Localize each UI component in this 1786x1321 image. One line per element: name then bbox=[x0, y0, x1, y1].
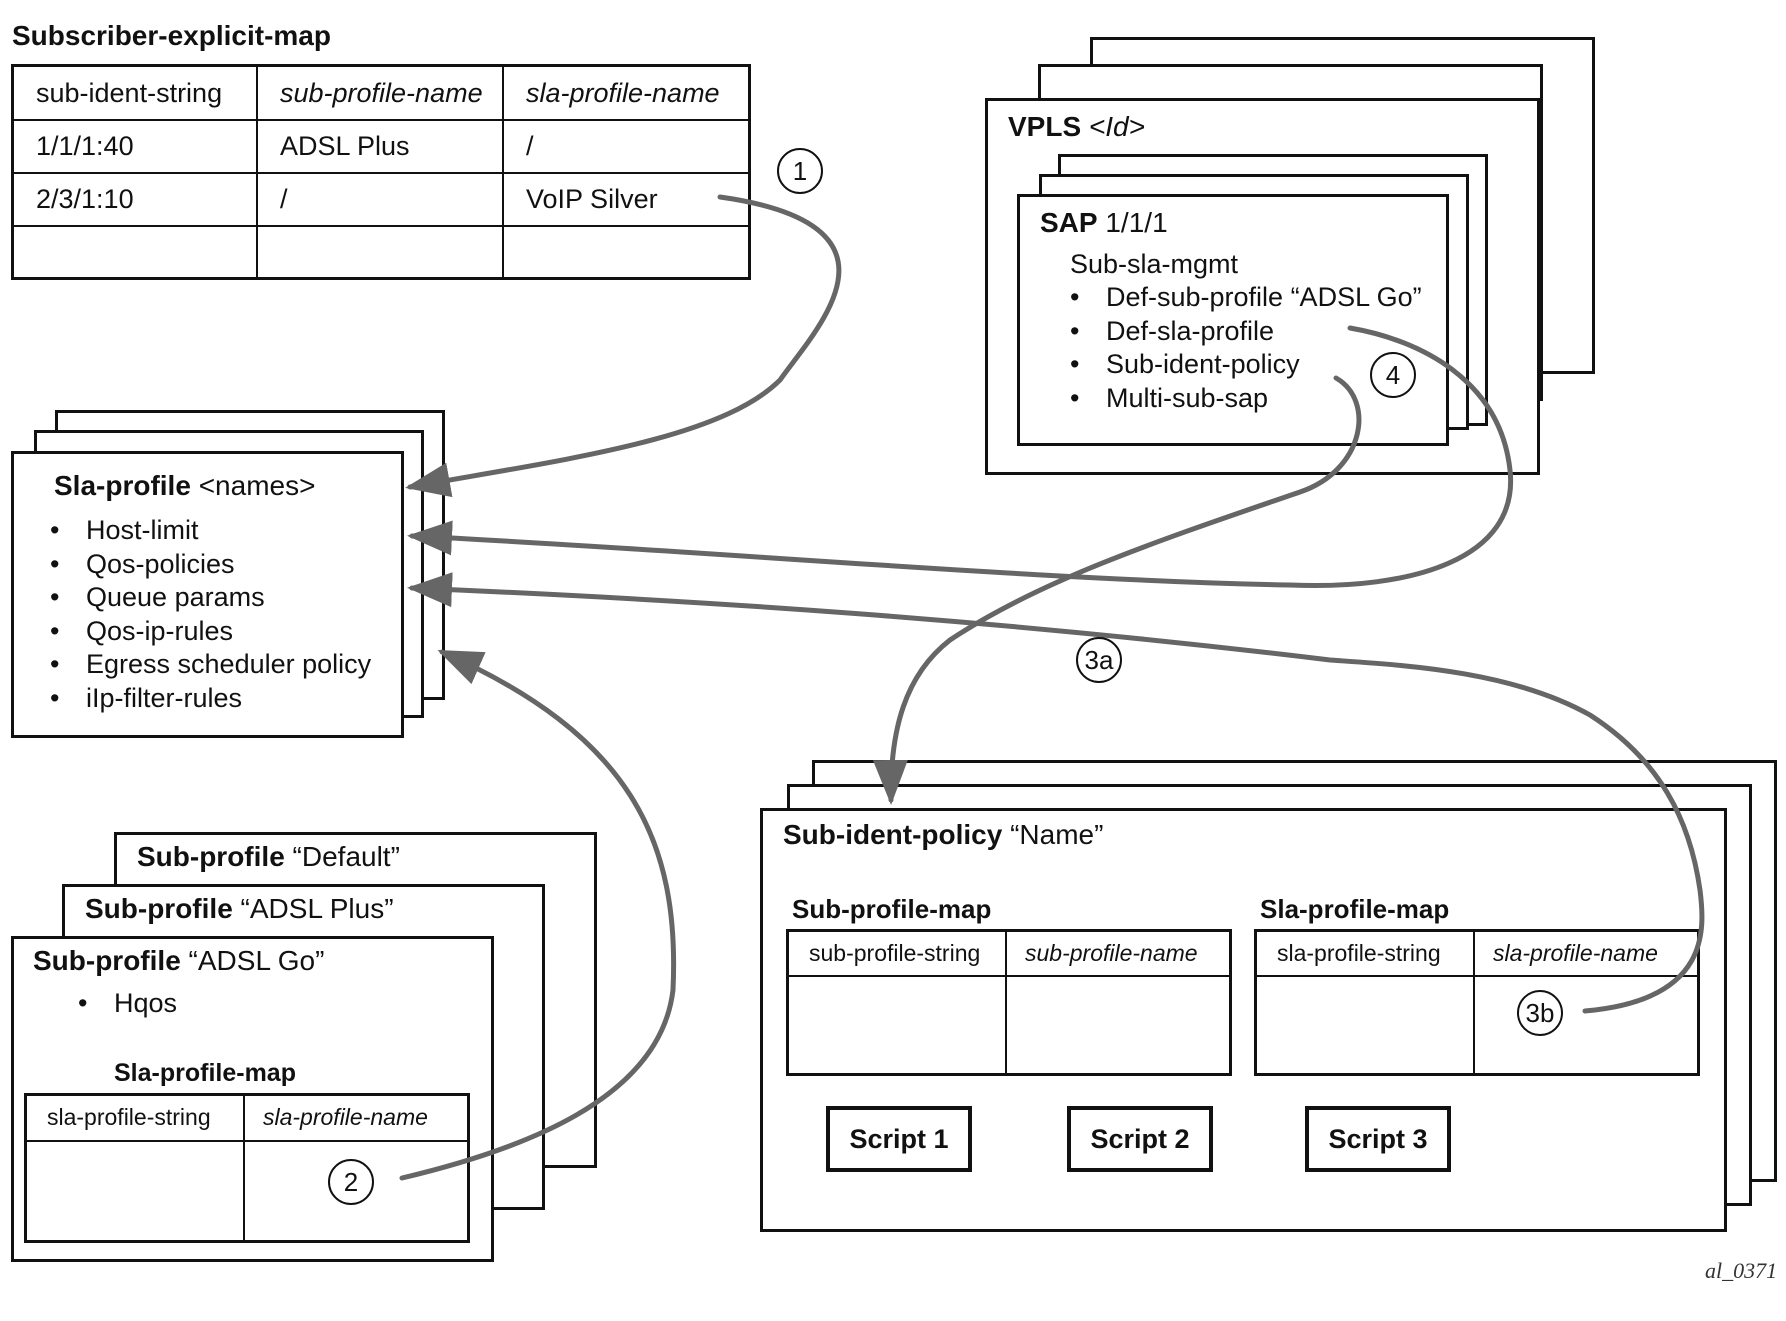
explicit-map-table: sub-ident-string sub-profile-name sla-pr… bbox=[11, 64, 751, 280]
table-cell bbox=[1473, 974, 1700, 1076]
table-cell bbox=[786, 974, 1007, 1076]
table-cell bbox=[256, 224, 504, 280]
marker-3a: 3a bbox=[1076, 637, 1122, 683]
header-cell: sub-profile-name bbox=[256, 64, 504, 122]
sub-profile-adsl-go-title: Sub-profile “ADSL Go” bbox=[33, 945, 325, 976]
table-cell: / bbox=[256, 172, 504, 227]
table-row: 2/3/1:10 / VoIP Silver bbox=[11, 172, 751, 227]
table-row: 1/1/1:40 ADSL Plus / bbox=[11, 119, 751, 174]
table-cell: 2/3/1:10 bbox=[11, 172, 258, 227]
header-cell: sub-ident-string bbox=[11, 64, 258, 122]
marker-2: 2 bbox=[328, 1159, 374, 1205]
table-cell: 1/1/1:40 bbox=[11, 119, 258, 174]
vpls-title: VPLS <Id> bbox=[1008, 111, 1145, 142]
table-cell: / bbox=[502, 119, 751, 174]
table-row: sla-profile-string sla-profile-name bbox=[1254, 929, 1700, 977]
sub-profile-default-title: Sub-profile “Default” bbox=[137, 841, 400, 872]
list-item: Qos-ip-rules bbox=[50, 615, 371, 649]
sla-profile-title: Sla-profile <names> bbox=[54, 470, 316, 501]
table-row bbox=[1254, 974, 1700, 1076]
sub-profile-adsl-plus-title: Sub-profile “ADSL Plus” bbox=[85, 893, 394, 924]
list-item: Hqos bbox=[78, 987, 177, 1021]
sap-settings-list: Def-sub-profile “ADSL Go” Def-sla-profil… bbox=[1070, 281, 1422, 415]
list-item: iIp-filter-rules bbox=[50, 682, 371, 716]
header-cell: sla-profile-name bbox=[1473, 929, 1700, 977]
list-item: Egress scheduler policy bbox=[50, 648, 371, 682]
table-cell bbox=[11, 224, 258, 280]
table-cell: ADSL Plus bbox=[256, 119, 504, 174]
header-cell: sub-profile-string bbox=[786, 929, 1007, 977]
table-cell bbox=[1254, 974, 1475, 1076]
header-cell: sub-profile-name bbox=[1005, 929, 1232, 977]
header-cell: sla-profile-string bbox=[24, 1093, 245, 1142]
script-2-box: Script 2 bbox=[1067, 1106, 1213, 1172]
sla-profile-map-title: Sla-profile-map bbox=[1260, 894, 1450, 924]
sub-profile-list: Hqos bbox=[78, 987, 177, 1021]
sap-title: SAP 1/1/1 bbox=[1040, 207, 1168, 238]
list-item: Sub-ident-policy bbox=[1070, 348, 1422, 382]
list-item: Qos-policies bbox=[50, 548, 371, 582]
sla-profile-map-table: sla-profile-string sla-profile-name bbox=[1254, 929, 1700, 1076]
table-row bbox=[24, 1139, 470, 1243]
header-cell: sla-profile-name bbox=[502, 64, 751, 122]
table-row bbox=[11, 224, 751, 280]
list-item: Multi-sub-sap bbox=[1070, 382, 1422, 416]
sub-sla-mgmt-label: Sub-sla-mgmt bbox=[1070, 249, 1239, 279]
table-row: sla-profile-string sla-profile-name bbox=[24, 1093, 470, 1142]
table-cell: VoIP Silver bbox=[502, 172, 751, 227]
sla-profile-list: Host-limit Qos-policies Queue params Qos… bbox=[50, 514, 371, 715]
marker-3b: 3b bbox=[1517, 990, 1563, 1036]
list-item: Queue params bbox=[50, 581, 371, 615]
list-item: Def-sla-profile bbox=[1070, 315, 1422, 349]
table-cell bbox=[24, 1139, 245, 1243]
figure-reference: al_0371 bbox=[1705, 1258, 1778, 1283]
sub-ident-policy-title: Sub-ident-policy “Name” bbox=[783, 819, 1104, 850]
sla-profile-box: Sla-profile <names> Host-limit Qos-polic… bbox=[11, 451, 404, 738]
explicit-map-title: Subscriber-explicit-map bbox=[12, 20, 331, 51]
marker-4: 4 bbox=[1370, 352, 1416, 398]
script-3-box: Script 3 bbox=[1305, 1106, 1451, 1172]
sub-profile-map-table: sub-profile-string sub-profile-name bbox=[786, 929, 1232, 1076]
header-cell: sla-profile-name bbox=[243, 1093, 470, 1142]
table-row: sub-profile-string sub-profile-name bbox=[786, 929, 1232, 977]
script-1-box: Script 1 bbox=[826, 1106, 972, 1172]
sap-box: SAP 1/1/1 Sub-sla-mgmt Def-sub-profile “… bbox=[1017, 194, 1449, 446]
table-cell bbox=[1005, 974, 1232, 1076]
list-item: Host-limit bbox=[50, 514, 371, 548]
table-row: sub-ident-string sub-profile-name sla-pr… bbox=[11, 64, 751, 122]
sub-profile-sla-map-table: sla-profile-string sla-profile-name bbox=[24, 1093, 470, 1243]
table-cell bbox=[502, 224, 751, 280]
table-row bbox=[786, 974, 1232, 1076]
sub-profile-sla-map-title: Sla-profile-map bbox=[114, 1059, 296, 1087]
header-cell: sla-profile-string bbox=[1254, 929, 1475, 977]
list-item: Def-sub-profile “ADSL Go” bbox=[1070, 281, 1422, 315]
marker-1: 1 bbox=[777, 148, 823, 194]
sub-profile-map-title: Sub-profile-map bbox=[792, 894, 992, 924]
